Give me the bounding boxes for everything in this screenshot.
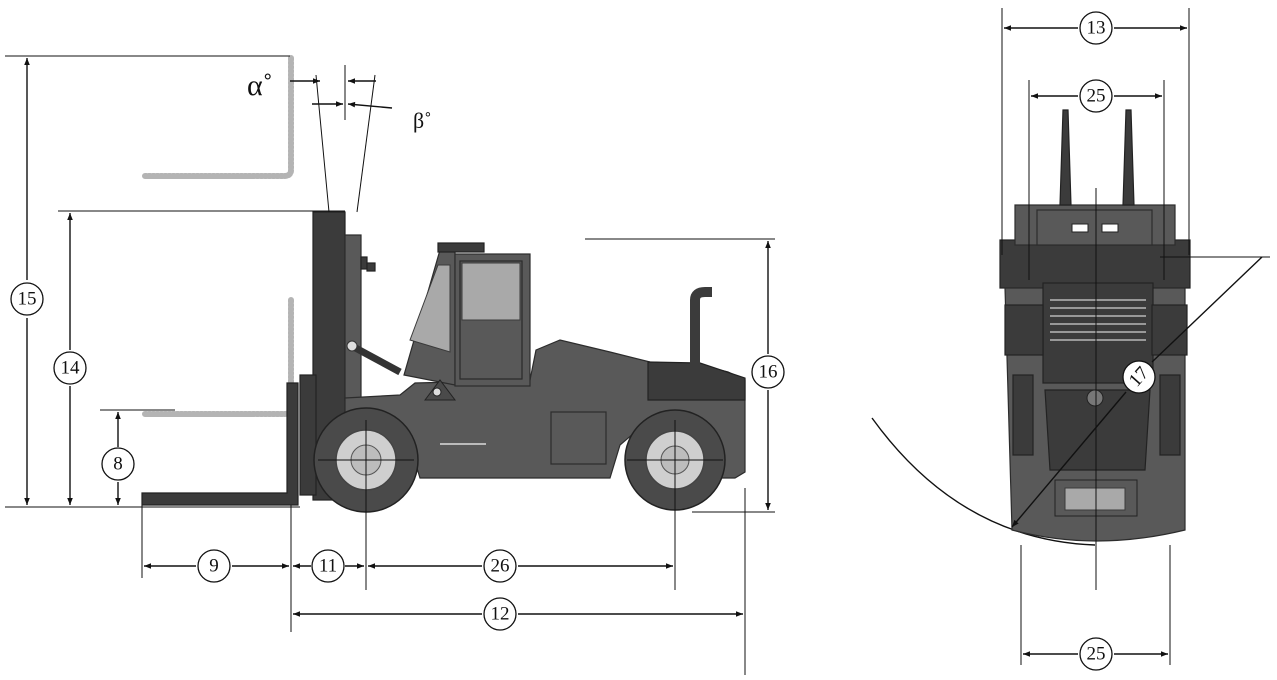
windshield (409, 264, 451, 353)
mast-inner (344, 234, 362, 401)
callout-9: 9 (197, 549, 231, 583)
callout-8: 8 (101, 447, 135, 481)
svg-text:9: 9 (209, 556, 219, 577)
callout-17: 17 (1122, 360, 1156, 394)
front-view: 13 25 17 25 (871, 8, 1270, 671)
turning-radius-arc (871, 417, 1096, 546)
side-view: α˚ β˚ 15 14 8 9 (5, 55, 785, 675)
fork-left (1059, 109, 1072, 206)
svg-text:12: 12 (491, 604, 510, 625)
callout-25-bottom: 25 (1079, 637, 1113, 671)
svg-text:11: 11 (319, 556, 337, 577)
svg-text:25: 25 (1087, 86, 1106, 107)
carriage-front (1036, 209, 1153, 246)
cab-window (461, 262, 521, 321)
fork-right (1122, 109, 1135, 206)
svg-text:15: 15 (18, 289, 37, 310)
svg-text:8: 8 (113, 454, 123, 475)
callout-14: 14 (53, 351, 87, 385)
tilt-cylinder (348, 341, 402, 376)
svg-text:25: 25 (1087, 644, 1106, 665)
svg-text:13: 13 (1087, 18, 1106, 39)
callout-13: 13 (1079, 11, 1113, 45)
alpha-label: α˚ (247, 69, 273, 102)
callout-11: 11 (311, 549, 345, 583)
forklift-front (999, 109, 1191, 542)
exhaust-pipe (690, 287, 712, 365)
callout-15: 15 (10, 282, 44, 316)
svg-text:14: 14 (61, 358, 81, 379)
callout-25-top: 25 (1079, 79, 1113, 113)
front-axle-housing (999, 239, 1191, 289)
callout-26: 26 (483, 549, 517, 583)
cab-roof (437, 242, 485, 253)
callout-12: 12 (483, 597, 517, 631)
tilt-forward-line (315, 74, 330, 213)
svg-text:26: 26 (491, 556, 510, 577)
forklift-side (141, 211, 746, 590)
tilt-back-line (356, 74, 376, 213)
fork (141, 382, 299, 506)
carriage (299, 374, 317, 496)
counterweight (647, 361, 746, 401)
raised-fork-ghost (142, 55, 294, 417)
beta-label: β˚ (413, 108, 432, 133)
callout-16: 16 (751, 355, 785, 389)
svg-text:16: 16 (759, 362, 778, 383)
